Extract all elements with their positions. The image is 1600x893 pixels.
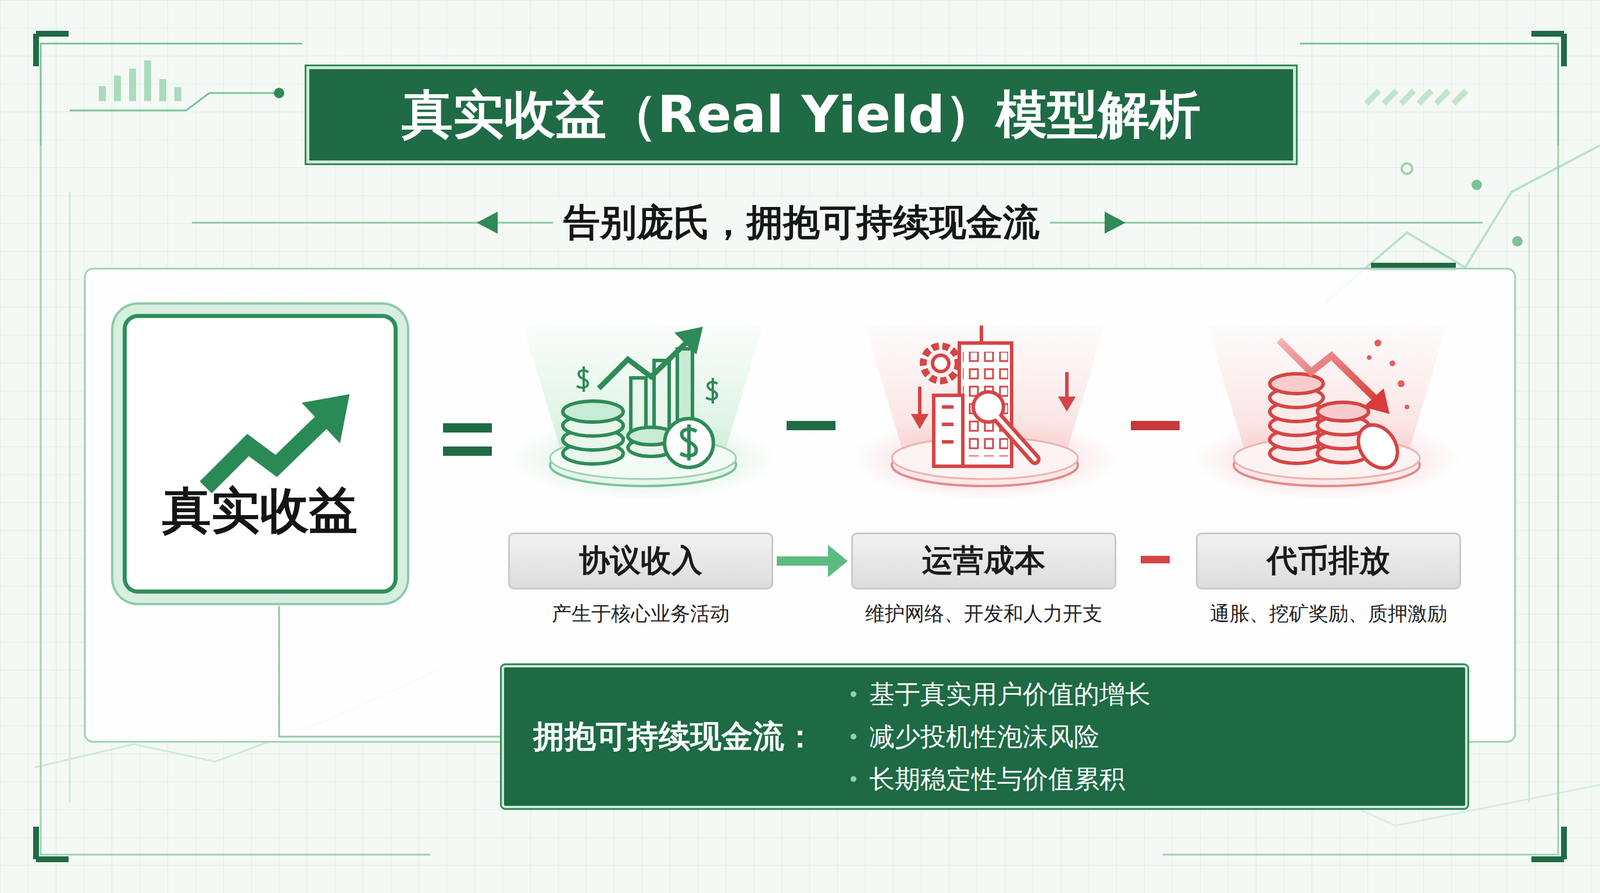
box-description: 产生于核心业务活动 xyxy=(551,600,730,628)
growth-arrow-icon xyxy=(126,318,394,590)
bullet-row: 长期稳定性与价值累积 xyxy=(850,762,1151,797)
connector-line xyxy=(279,606,502,738)
box-description: 维护网络、开发和人力开支 xyxy=(865,600,1103,628)
result-box: 真实收益 xyxy=(122,313,398,594)
title-banner: 真实收益（Real Yield）模型解析 xyxy=(306,66,1296,164)
box-label: 运营成本 xyxy=(901,540,1067,582)
box-label: 代币排放 xyxy=(1245,540,1412,582)
bullet-text: 基于真实用户价值的增长 xyxy=(869,677,1151,712)
flow-arrow xyxy=(776,544,848,578)
component-box: 代币排放通胀、挖矿奖励、质押激励 xyxy=(1195,532,1462,590)
panel-heading: 拥抱可持续现金流： xyxy=(533,715,816,759)
box-description: 通胀、挖矿奖励、质押激励 xyxy=(1209,600,1448,628)
bullet-text: 长期稳定性与价值累积 xyxy=(869,762,1125,797)
bullet-dot xyxy=(850,733,857,740)
bullet-dot xyxy=(850,776,857,782)
bullet-list: 基于真实用户价值的增长减少投机性泡沫风险长期稳定性与价值累积 xyxy=(850,677,1151,797)
box-label: 协议收入 xyxy=(558,540,724,582)
bullet-dot xyxy=(850,691,857,698)
bullet-row: 基于真实用户价值的增长 xyxy=(850,677,1151,712)
result-title: 真实收益 xyxy=(126,477,394,545)
summary-panel: 拥抱可持续现金流： 基于真实用户价值的增长减少投机性泡沫风险长期稳定性与价值累积 xyxy=(501,665,1468,809)
bullet-text: 减少投机性泡沫风险 xyxy=(869,719,1100,755)
component-box: 运营成本维护网络、开发和人力开支 xyxy=(851,532,1117,590)
component-box: 协议收入产生于核心业务活动 xyxy=(508,532,774,590)
bullet-row: 减少投机性泡沫风险 xyxy=(850,719,1151,755)
subtitle: 告别庞氏，拥抱可持续现金流 xyxy=(552,197,1050,248)
